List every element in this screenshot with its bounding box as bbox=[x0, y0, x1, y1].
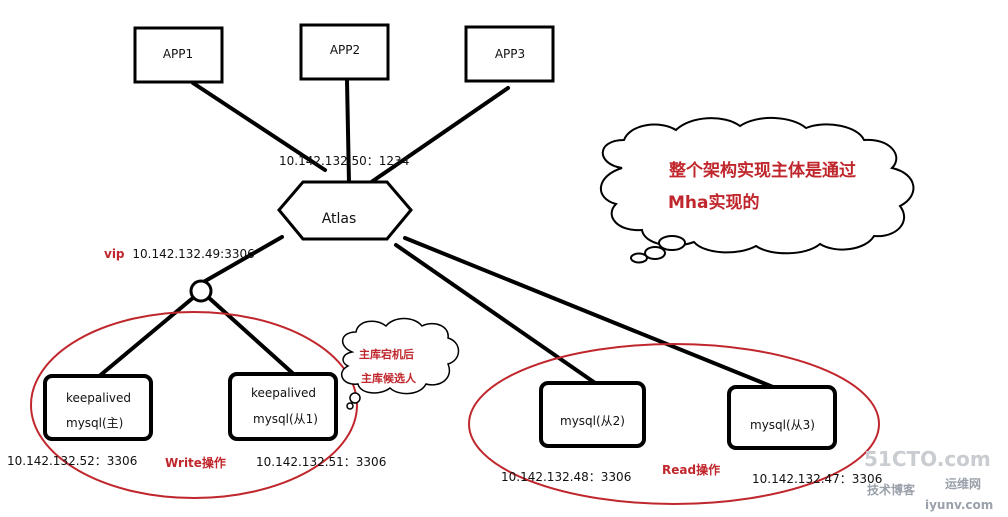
mysql-slave2-node: mysql(从2) bbox=[539, 381, 646, 448]
app1-node: APP1 bbox=[133, 26, 224, 84]
watermark-line3: 运维网 bbox=[945, 476, 981, 491]
edge-vip-master bbox=[95, 295, 196, 380]
edge-app2-atlas bbox=[345, 78, 351, 185]
app3-node: APP3 bbox=[464, 25, 555, 83]
write-group-ellipse bbox=[30, 311, 358, 499]
watermark-line4: iyunv.com bbox=[925, 498, 993, 512]
slave1-address: 10.142.132.51：3306 bbox=[256, 455, 386, 469]
edge-atlas-vip bbox=[198, 235, 284, 286]
atlas-label: Atlas bbox=[322, 211, 357, 227]
mha-cloud-line2: Mha实现的 bbox=[668, 192, 760, 213]
vip-label: vip 10.142.132.49:3306 bbox=[104, 247, 255, 261]
atlas-endpoint-label: 10.142.132.50：1234 bbox=[279, 154, 409, 168]
atlas-node: Atlas bbox=[277, 180, 413, 241]
watermark-line1: 51CTO.com bbox=[864, 447, 991, 471]
app3-label: APP3 bbox=[495, 47, 525, 61]
mysql-slave3-node: mysql(从3) bbox=[727, 385, 837, 450]
failover-note-line2: 主库候选人 bbox=[361, 371, 417, 385]
failover-note-cloud: 主库宕机后 主库候选人 bbox=[340, 317, 460, 410]
slave2-line1: mysql(从2) bbox=[560, 414, 625, 428]
vip-prefix: vip bbox=[104, 247, 125, 261]
edge-atlas-slave3 bbox=[403, 236, 775, 389]
vip-junction bbox=[189, 279, 213, 303]
connectors bbox=[95, 78, 775, 389]
app1-label: APP1 bbox=[163, 47, 193, 61]
master-line2: mysql(主) bbox=[66, 416, 123, 430]
edge-vip-slave1 bbox=[206, 295, 300, 380]
mysql-master-node: keepalived mysql(主) bbox=[43, 374, 153, 441]
slave1-line1: keepalived bbox=[251, 386, 316, 400]
app2-node: APP2 bbox=[299, 23, 390, 81]
master-address: 10.142.132.52：3306 bbox=[7, 454, 137, 468]
watermark: 51CTO.com 技术博客 运维网 iyunv.com bbox=[864, 447, 993, 512]
vip-address: 10.142.132.49:3306 bbox=[132, 247, 254, 261]
read-group-ellipse bbox=[468, 343, 880, 505]
edge-app3-atlas bbox=[368, 86, 510, 185]
slave1-line2: mysql(从1) bbox=[253, 412, 318, 426]
watermark-line2: 技术博客 bbox=[867, 482, 916, 497]
write-group-label: Write操作 bbox=[165, 455, 226, 470]
read-group-label: Read操作 bbox=[662, 462, 720, 477]
mha-cloud-line1: 整个架构实现主体是通过 bbox=[669, 160, 856, 181]
slave3-address: 10.142.132.47：3306 bbox=[752, 472, 882, 486]
mha-thought-cloud: 整个架构实现主体是通过 Mha实现的 bbox=[599, 116, 915, 264]
slave3-line1: mysql(从3) bbox=[750, 418, 815, 432]
failover-note-line1: 主库宕机后 bbox=[359, 347, 414, 361]
mysql-slave1-node: keepalived mysql(从1) bbox=[228, 372, 338, 441]
slave2-address: 10.142.132.48：3306 bbox=[501, 470, 631, 484]
edge-app1-atlas bbox=[191, 81, 327, 172]
edge-atlas-slave2 bbox=[394, 243, 600, 387]
app2-label: APP2 bbox=[330, 43, 360, 57]
master-line1: keepalived bbox=[66, 391, 131, 405]
